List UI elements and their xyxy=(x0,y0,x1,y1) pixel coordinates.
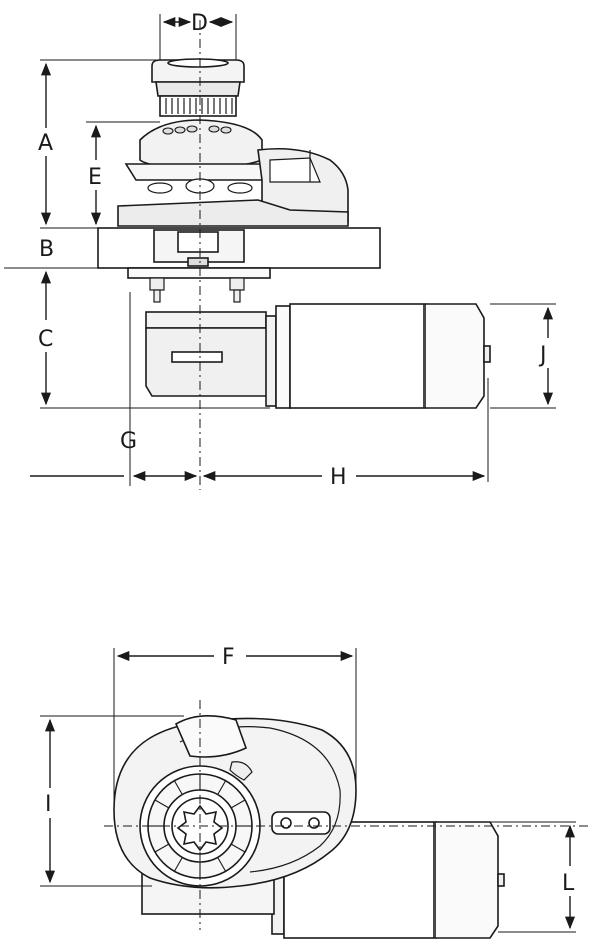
label-a: A xyxy=(38,131,53,156)
label-c: C xyxy=(38,327,53,352)
label-j: J xyxy=(538,343,547,368)
motor xyxy=(265,303,491,409)
top-center-lines xyxy=(104,700,590,930)
side-dimension-arrows xyxy=(30,16,554,482)
mounting-plate xyxy=(127,267,271,279)
label-i: I xyxy=(45,792,52,817)
stripper-plate xyxy=(117,199,349,227)
side-view xyxy=(97,58,491,409)
label-l: L xyxy=(562,871,575,896)
gypsy xyxy=(124,119,274,194)
mounting-studs xyxy=(149,277,245,303)
label-h: H xyxy=(330,465,347,490)
label-b: B xyxy=(39,237,54,262)
capstan-drum xyxy=(151,58,245,117)
gearbox xyxy=(145,311,273,397)
top-dimension-arrows xyxy=(44,650,576,930)
top-view xyxy=(113,715,505,939)
label-e: E xyxy=(88,165,102,190)
label-d: D xyxy=(191,11,208,36)
side-extension-lines xyxy=(4,14,556,486)
top-extension-lines xyxy=(40,648,576,933)
label-f: F xyxy=(222,645,235,670)
label-g: G xyxy=(120,429,137,454)
